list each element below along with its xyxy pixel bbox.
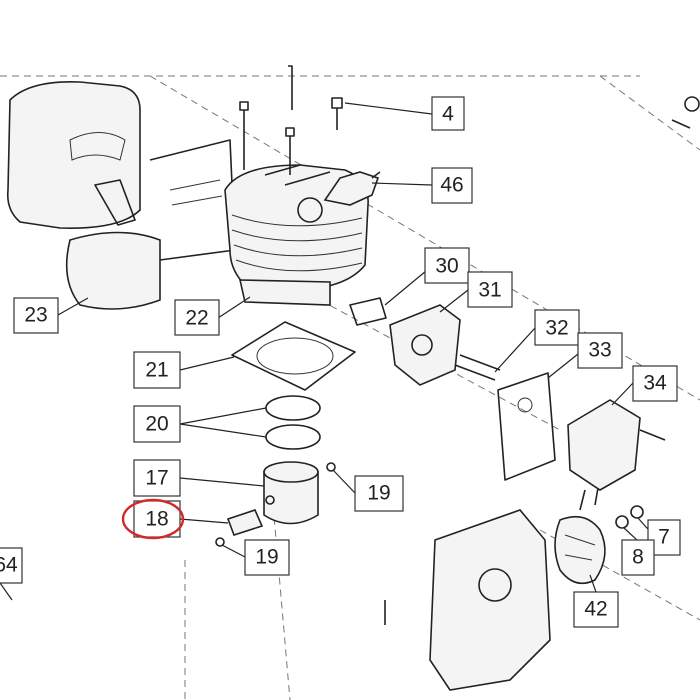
svg-text:23: 23 bbox=[24, 304, 47, 327]
svg-text:20: 20 bbox=[145, 413, 168, 436]
red-highlight-circle bbox=[121, 498, 185, 540]
callout-20: 20 bbox=[133, 405, 181, 443]
crankcase-part bbox=[429, 509, 551, 691]
callout-42: 42 bbox=[573, 591, 619, 628]
svg-text:30: 30 bbox=[435, 255, 458, 278]
carburetor-gasket-part bbox=[497, 372, 556, 481]
svg-text:8: 8 bbox=[632, 546, 644, 569]
svg-text:7: 7 bbox=[658, 526, 670, 549]
callout-64: 64 bbox=[0, 547, 23, 584]
svg-text:19: 19 bbox=[367, 482, 390, 505]
callout-8: 8 bbox=[621, 539, 655, 576]
svg-text:17: 17 bbox=[145, 467, 168, 490]
callout-4: 4 bbox=[431, 96, 465, 131]
callout-30: 30 bbox=[424, 247, 470, 284]
svg-text:19: 19 bbox=[255, 546, 278, 569]
callout-31: 31 bbox=[467, 271, 513, 308]
svg-text:4: 4 bbox=[442, 103, 454, 126]
fan-plate-part bbox=[554, 515, 606, 585]
intake-manifold-part bbox=[389, 304, 501, 386]
cylinder-bolts bbox=[239, 65, 343, 175]
svg-text:21: 21 bbox=[145, 359, 168, 382]
callout-33: 33 bbox=[577, 332, 623, 369]
callout-17: 17 bbox=[133, 459, 181, 497]
svg-text:22: 22 bbox=[185, 307, 208, 330]
piston-rings-part bbox=[265, 395, 321, 450]
spark-plug-part bbox=[323, 171, 381, 206]
intake-flange-part bbox=[349, 297, 387, 326]
circlip-parts bbox=[215, 462, 336, 547]
piston-part bbox=[263, 461, 319, 525]
carburetor-part bbox=[567, 399, 666, 511]
callout-22: 22 bbox=[174, 299, 220, 336]
callout-32: 32 bbox=[534, 309, 580, 346]
callout-46: 46 bbox=[431, 167, 473, 204]
svg-text:46: 46 bbox=[440, 174, 463, 197]
callout-34: 34 bbox=[632, 365, 678, 402]
nut-washer-parts bbox=[615, 505, 644, 529]
callout-19-upper: 19 bbox=[354, 475, 404, 512]
svg-text:42: 42 bbox=[584, 598, 607, 621]
callout-21: 21 bbox=[133, 351, 181, 389]
svg-text:18: 18 bbox=[145, 508, 168, 531]
leader-lines bbox=[0, 102, 656, 601]
base-gasket-part bbox=[231, 321, 356, 391]
edge-hardware bbox=[384, 96, 700, 625]
svg-text:32: 32 bbox=[545, 317, 568, 340]
muffler-part bbox=[6, 81, 236, 310]
svg-text:64: 64 bbox=[0, 554, 18, 577]
piston-pin-part bbox=[226, 509, 264, 536]
svg-text:31: 31 bbox=[478, 279, 501, 302]
svg-text:33: 33 bbox=[588, 339, 611, 362]
svg-text:34: 34 bbox=[643, 372, 667, 395]
callout-23: 23 bbox=[13, 297, 59, 334]
callout-19-lower: 19 bbox=[244, 539, 290, 576]
callout-18-highlighted: 18 bbox=[121, 498, 185, 540]
